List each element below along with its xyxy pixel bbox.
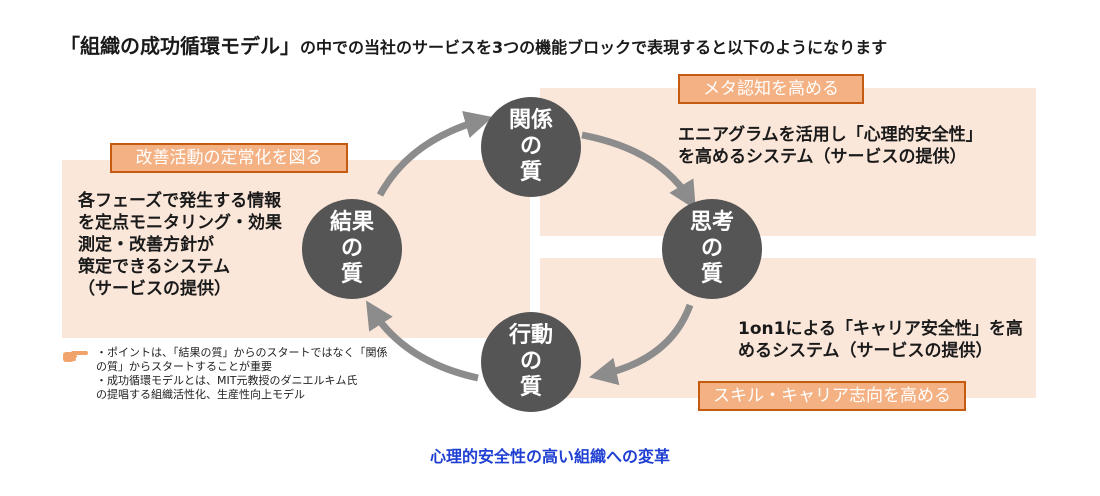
- result-description: 各フェーズで発生する情報 を定点モニタリング・効果 測定・改善方針が 策定できる…: [78, 191, 282, 299]
- pointing-hand-icon: [63, 351, 88, 362]
- thinking-description: エニアグラムを活用し「心理的安全性」 を高めるシステム（サービスの提供）: [678, 125, 983, 167]
- footer-caption: 心理的安全性の高い組織への変革: [429, 447, 670, 466]
- note-line: の提唱する組織活性化、生産性向上モデル: [96, 388, 305, 401]
- title-emphasis: 「組織の成功循環モデル」: [60, 34, 300, 58]
- arrow-thinking-to-action: [589, 303, 694, 386]
- title-rest: の中での当社のサービスを3つの機能ブロックで表現すると以下のようになります: [300, 38, 888, 57]
- thinking-panel: [540, 88, 1036, 236]
- note-line: の質」からスタートすることが重要: [96, 360, 272, 373]
- page-title: 「組織の成功循環モデル」の中での当社のサービスを3つの機能ブロックで表現すると以…: [60, 30, 887, 59]
- arrow-result-to-relationship: [376, 111, 493, 197]
- tag-kaizen: 改善活動の定常化を図る: [110, 143, 348, 173]
- tag-meta-cognition: メタ認知を高める: [678, 74, 864, 104]
- action-description: 1on1による「キャリア安全性」を高 めるシステム（サービスの提供）: [738, 319, 1023, 361]
- circle-result-quality: 結果 の 質: [302, 199, 402, 299]
- circle-thinking-quality: 思考 の 質: [662, 199, 762, 299]
- result-panel: [62, 160, 530, 338]
- circle-relationship-quality: 関係 の 質: [481, 97, 581, 197]
- circle-action-quality: 行動 の 質: [481, 312, 581, 412]
- action-panel: [540, 258, 1036, 398]
- note-line: ・成功循環モデルとは、MIT元教授のダニエルキム氏: [96, 374, 358, 387]
- note-line: ・ポイントは、「結果の質」からのスタートではなく「関係: [96, 346, 388, 359]
- arrow-action-to-result: [365, 300, 479, 382]
- notes: ・ポイントは、「結果の質」からのスタートではなく「関係 の質」からスタートするこ…: [96, 346, 388, 402]
- tag-skill-career: スキル・キャリア志向を高める: [698, 381, 966, 411]
- arrow-relationship-to-thinking: [581, 131, 696, 210]
